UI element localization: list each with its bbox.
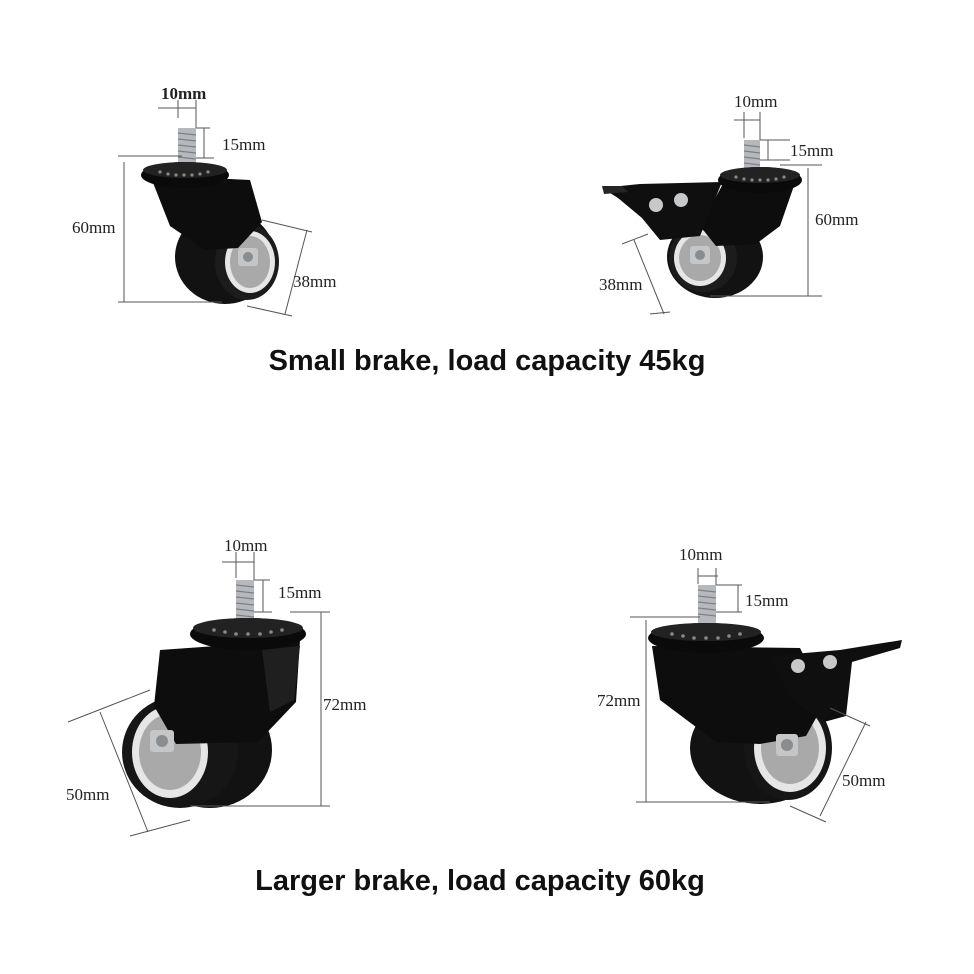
caster-large-brake: 10mm 15mm 72mm 50mm	[597, 545, 902, 823]
dimension-lines	[67, 552, 330, 837]
height-label: 72mm	[323, 695, 366, 714]
dimension-lines	[118, 100, 313, 317]
height-label: 60mm	[815, 210, 858, 229]
stem-diameter-label: 10mm	[679, 545, 722, 564]
dimension-lines	[630, 568, 871, 823]
wheel-diameter-label: 50mm	[66, 785, 109, 804]
caster-photo	[122, 580, 306, 808]
stem-length-label: 15mm	[278, 583, 321, 602]
stem-length-label: 15mm	[745, 591, 788, 610]
dimension-lines	[621, 112, 822, 315]
caster-large-swivel: 10mm 15mm 72mm 50mm	[66, 536, 366, 837]
wheel-diameter-label: 38mm	[599, 275, 642, 294]
stem-length-label: 15mm	[222, 135, 265, 154]
stem-diameter-label: 10mm	[224, 536, 267, 555]
stem-length-label: 15mm	[790, 141, 833, 160]
stem-diameter-label: 10mm	[161, 84, 206, 103]
stem-diameter-label: 10mm	[734, 92, 777, 111]
caster-photo	[141, 128, 279, 304]
caster-small-swivel: 10mm 15mm 60mm 38mm	[72, 84, 336, 317]
wheel-diameter-label: 50mm	[842, 771, 885, 790]
caster-photo	[602, 140, 802, 298]
height-label: 60mm	[72, 218, 115, 237]
caster-photo	[648, 585, 902, 804]
wheel-diameter-label: 38mm	[293, 272, 336, 291]
height-label: 72mm	[597, 691, 640, 710]
caster-small-brake: 10mm 15mm 60mm 38mm	[599, 92, 858, 315]
section-caption-larger: Larger brake, load capacity 60kg	[255, 865, 705, 897]
section-caption-small: Small brake, load capacity 45kg	[269, 345, 706, 377]
